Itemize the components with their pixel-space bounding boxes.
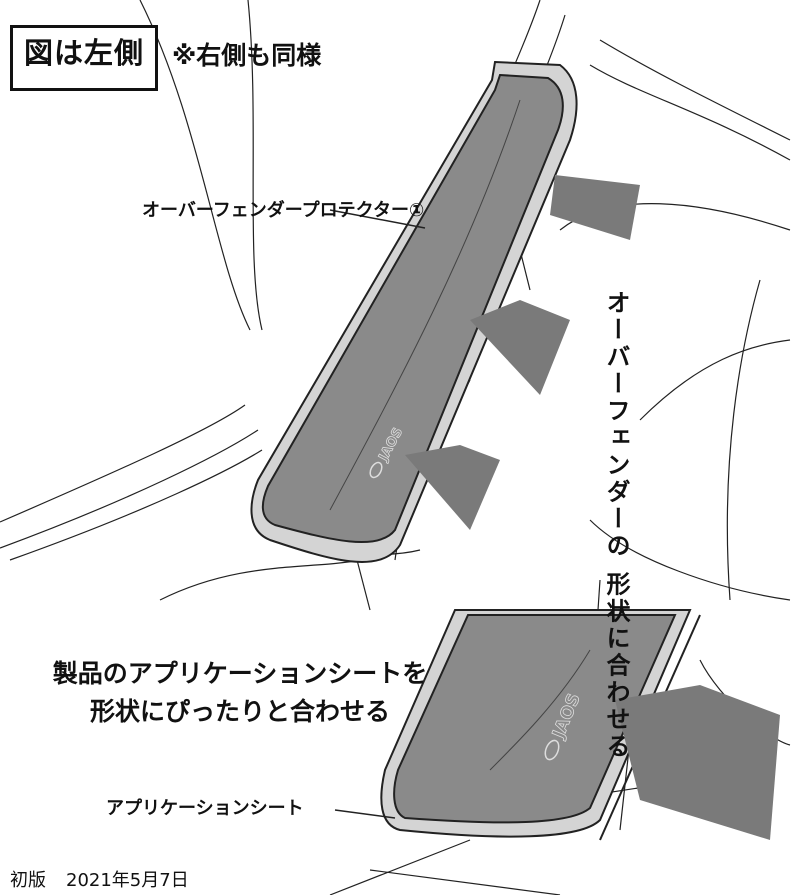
part-leader-line — [329, 209, 426, 229]
leader-lines — [329, 209, 426, 819]
press-arrow-1 — [550, 175, 640, 240]
press-arrow-3 — [405, 445, 500, 530]
protector-upper — [250, 60, 578, 563]
protector-lower — [380, 609, 701, 841]
view-side-label: 図は左側 — [23, 36, 144, 70]
edition-footer: 初版 2021年5月7日 — [10, 866, 209, 892]
edition-date: 2021年5月7日 — [66, 870, 189, 891]
press-arrow-4 — [615, 685, 780, 840]
edition-label: 初版 — [10, 870, 46, 891]
view-side-box — [10, 25, 158, 91]
fit-shape-col-right: オーバーフェンダーの — [602, 290, 630, 560]
same-on-right-note: ※右側も同様 — [172, 41, 322, 70]
press-arrows — [405, 175, 780, 840]
apply-sheet-line2: 形状にぴったりと合わせる — [89, 697, 390, 726]
apply-sheet-line1: 製品のアプリケーションシートを — [52, 659, 428, 688]
sheet-callout-label: アプリケーションシート — [106, 798, 304, 819]
apply-sheet-instruction: 製品のアプリケーションシートを 形状にぴったりと合わせる — [40, 655, 440, 731]
press-arrow-2 — [470, 300, 570, 395]
fit-shape-col-left: 形状に合わせる — [602, 571, 630, 761]
part-callout-label: オーバーフェンダープロテクター① — [142, 200, 425, 221]
fit-shape-instruction: オーバーフェンダーの 形状に合わせる — [584, 290, 630, 761]
sheet-leader-line — [334, 809, 396, 819]
